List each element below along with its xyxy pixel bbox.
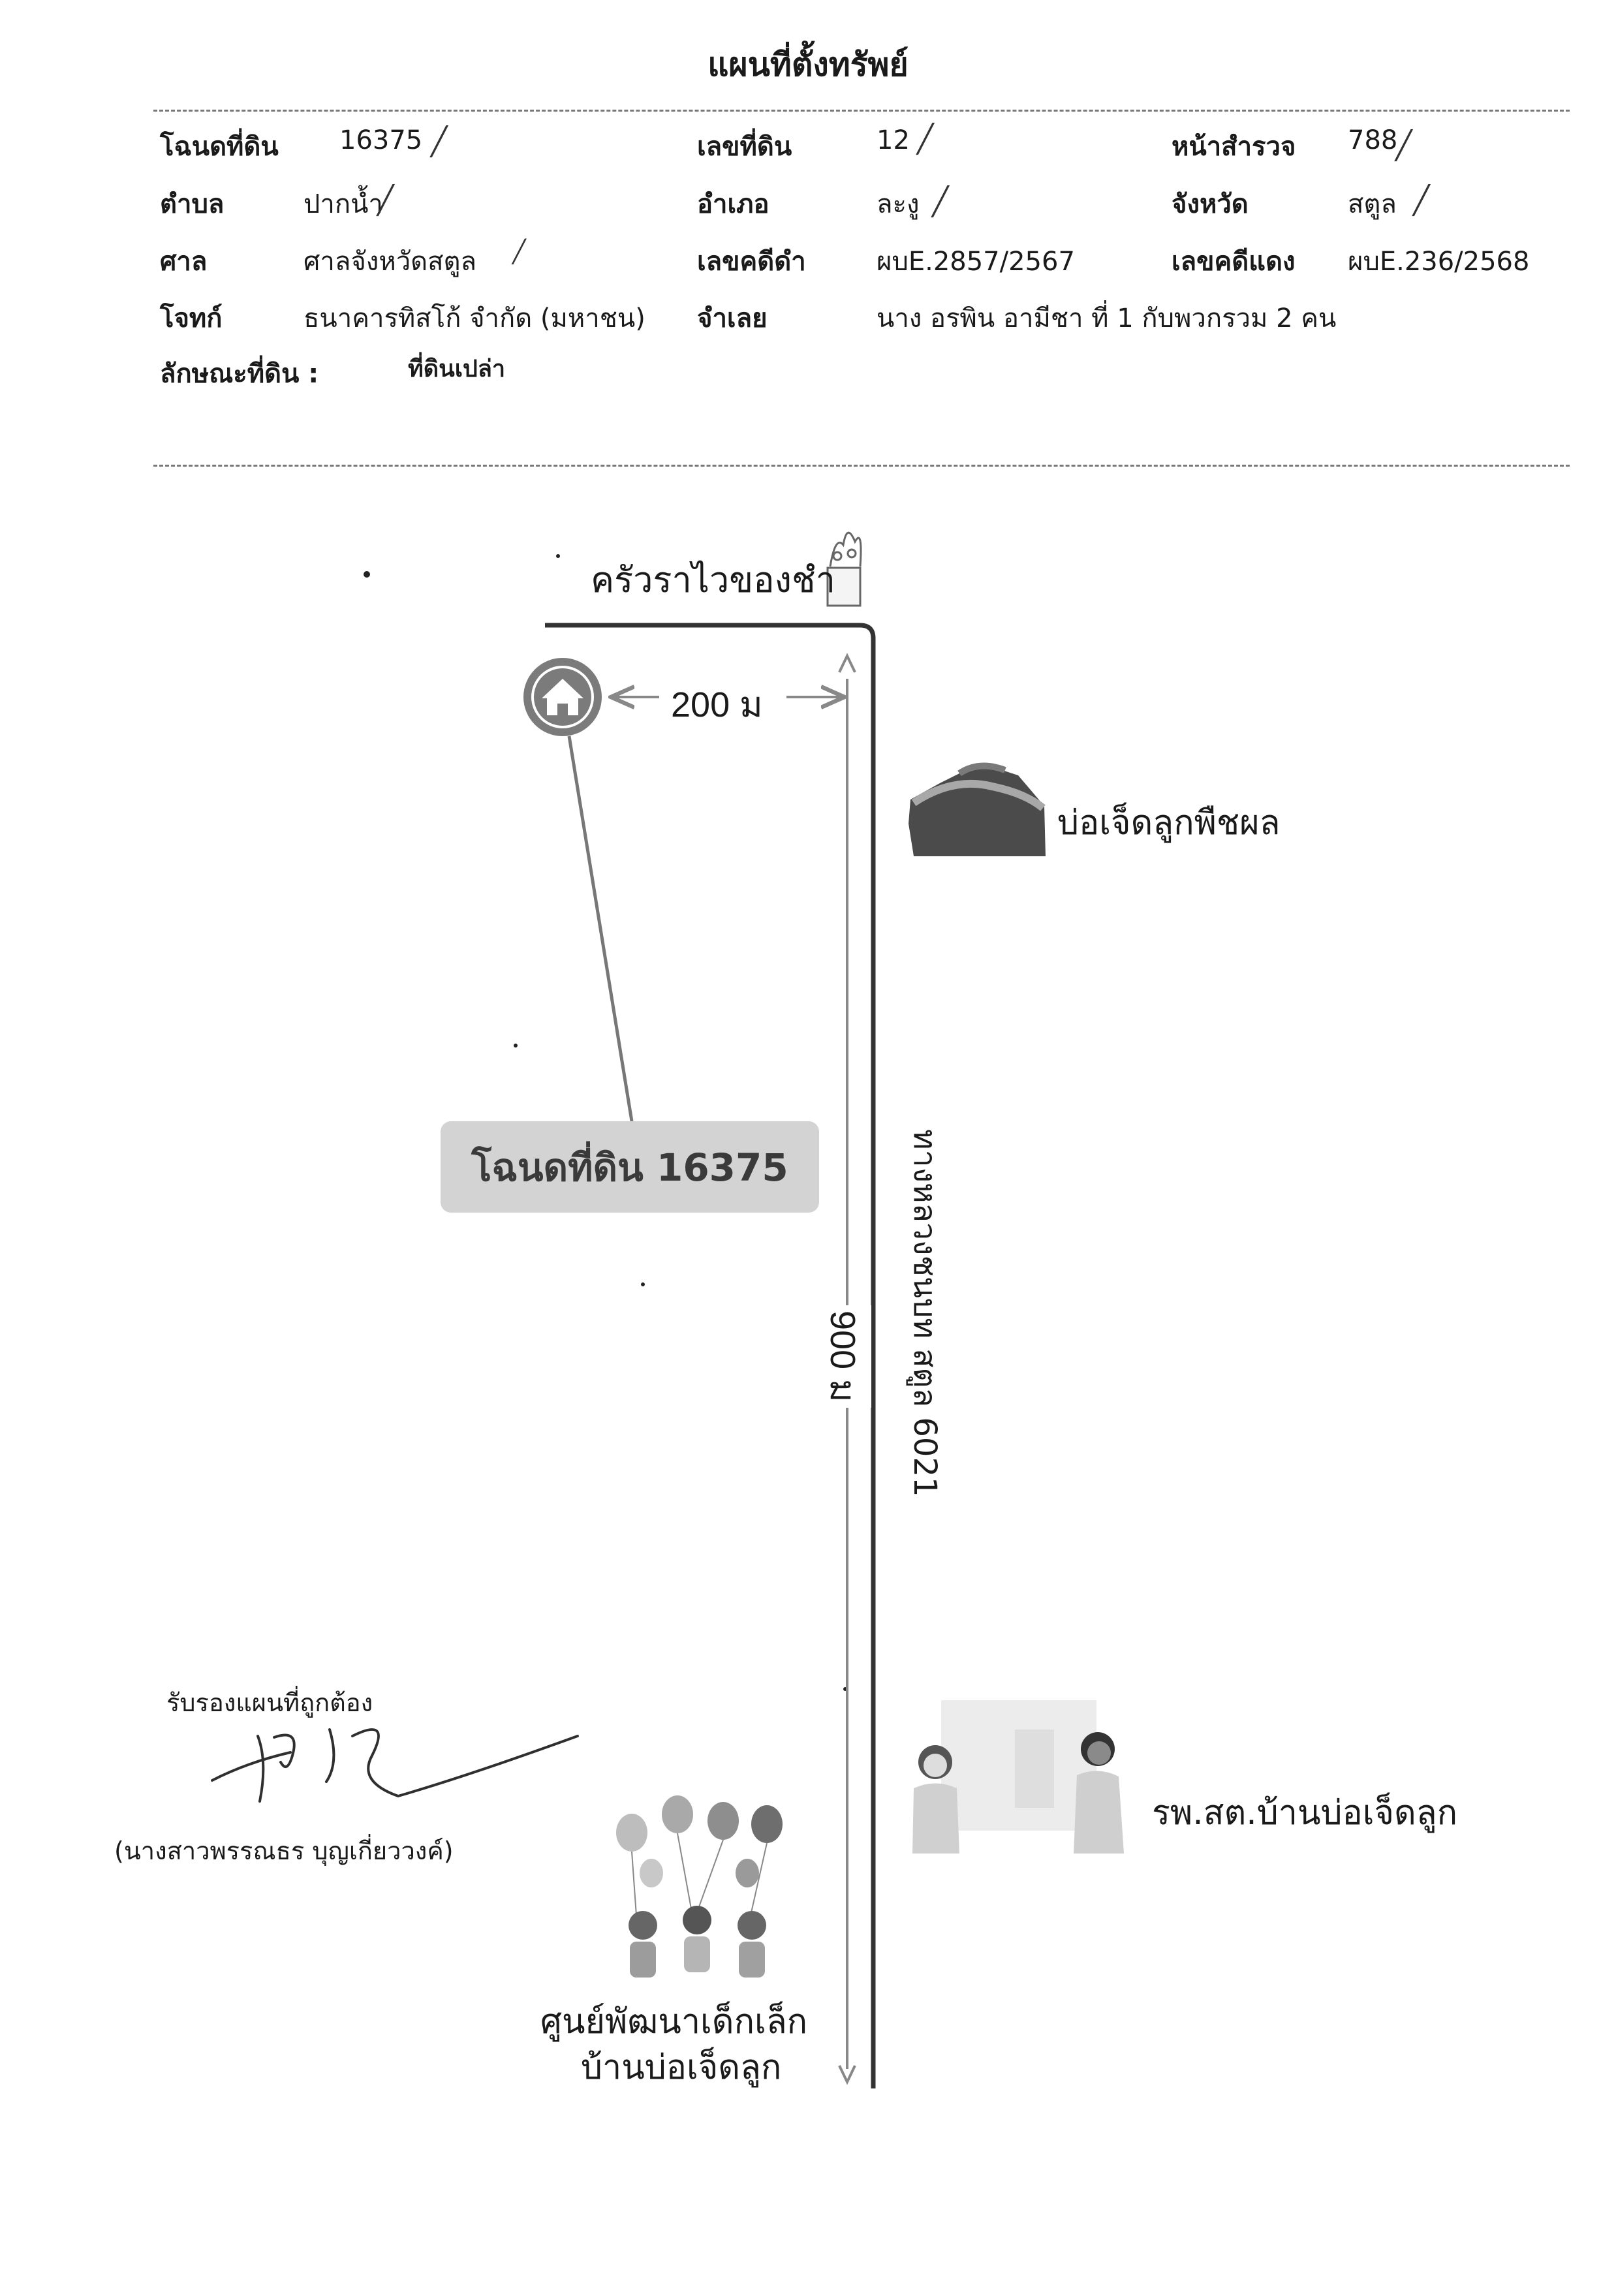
red-case-value: ผบE.236/2568 bbox=[1348, 247, 1530, 277]
children-balloons-icon bbox=[616, 1795, 783, 1978]
check-mark-icon: ╱ bbox=[917, 123, 934, 155]
check-mark-icon: ╱ bbox=[431, 125, 448, 157]
land-type-value: ที่ดินเปล่า bbox=[408, 356, 506, 382]
survey-value: 788 bbox=[1348, 125, 1398, 155]
district-label: อำเภอ bbox=[697, 189, 769, 219]
land-no-label: เลขที่ดิน bbox=[697, 132, 792, 162]
certification-heading: รับรองแผนที่ถูกต้อง bbox=[166, 1688, 373, 1717]
black-case-value: ผบE.2857/2567 bbox=[877, 247, 1075, 277]
plaintiff-value: ธนาคารทิสโก้ จำกัด (มหาชน) bbox=[303, 303, 645, 334]
childcare-label-line2: บ้านบ่อเจ็ดลูก bbox=[581, 2048, 782, 2087]
court-value: ศาลจังหวัดสตูล bbox=[303, 247, 477, 277]
subdistrict-label: ตำบล bbox=[160, 189, 225, 219]
province-value: สตูล bbox=[1348, 189, 1397, 219]
survey-label: หน้าสำรวจ bbox=[1172, 132, 1296, 162]
court-label: ศาล bbox=[160, 247, 208, 277]
shop-label: บ่อเจ็ดลูกพืชผล bbox=[1057, 803, 1281, 843]
check-mark-icon: ╱ bbox=[1413, 184, 1430, 216]
childcare-label-line1: ศูนย์พัฒนาเด็กเล็ก bbox=[540, 2002, 808, 2041]
check-mark-icon: ╱ bbox=[1395, 129, 1412, 161]
red-case-label: เลขคดีแดง bbox=[1172, 247, 1296, 277]
top-divider bbox=[153, 110, 1570, 112]
deed-label: โฉนดที่ดิน bbox=[160, 132, 279, 162]
vertical-distance-label: 900 ม bbox=[815, 1305, 871, 1408]
signature-mark bbox=[211, 1728, 579, 1803]
grocery-bag-icon bbox=[826, 531, 862, 607]
land-type-label: ลักษณะที่ดิน : bbox=[160, 359, 319, 389]
plaintiff-label: โจทก์ bbox=[160, 303, 223, 334]
district-value: ละงู bbox=[877, 189, 920, 219]
black-case-label: เลขคดีดำ bbox=[697, 247, 806, 277]
top-landmark-label: ครัวราไวของชำ bbox=[591, 559, 835, 600]
check-mark-icon: ╱ bbox=[377, 184, 394, 216]
page-title: แผนที่ตั้งทรัพย์ bbox=[707, 46, 909, 84]
clinic-illustration-icon bbox=[912, 1700, 1124, 1854]
bottom-divider bbox=[153, 465, 1570, 467]
house-icon bbox=[523, 658, 602, 736]
clinic-label: รพ.สต.บ้านบ่อเจ็ดลูก bbox=[1152, 1793, 1458, 1833]
check-mark-icon: ╱ bbox=[932, 185, 949, 217]
defendant-value: นาง อรพิน อามีชา ที่ 1 กับพวกรวม 2 คน bbox=[877, 303, 1337, 334]
pin-line bbox=[567, 736, 634, 1122]
highway-label: ทางหลวงชนบท สตูล 6021 bbox=[907, 1129, 943, 1497]
subdistrict-value: ปากน้ำ bbox=[303, 189, 383, 219]
land-no-value: 12 bbox=[877, 125, 910, 155]
defendant-label: จำเลย bbox=[697, 303, 768, 334]
province-label: จังหวัด bbox=[1172, 189, 1249, 219]
check-mark-icon: ╱ bbox=[512, 239, 526, 265]
deed-pill: โฉนดที่ดิน 16375 bbox=[441, 1121, 819, 1213]
horizontal-distance-label: 200 ม bbox=[666, 676, 768, 732]
certifier-name: (นางสาวพรรณธร บุญเกี่ยววงค์) bbox=[114, 1837, 454, 1865]
road-line bbox=[545, 623, 876, 2088]
deed-value: 16375 bbox=[339, 125, 423, 155]
produce-shop-icon bbox=[909, 762, 1046, 856]
